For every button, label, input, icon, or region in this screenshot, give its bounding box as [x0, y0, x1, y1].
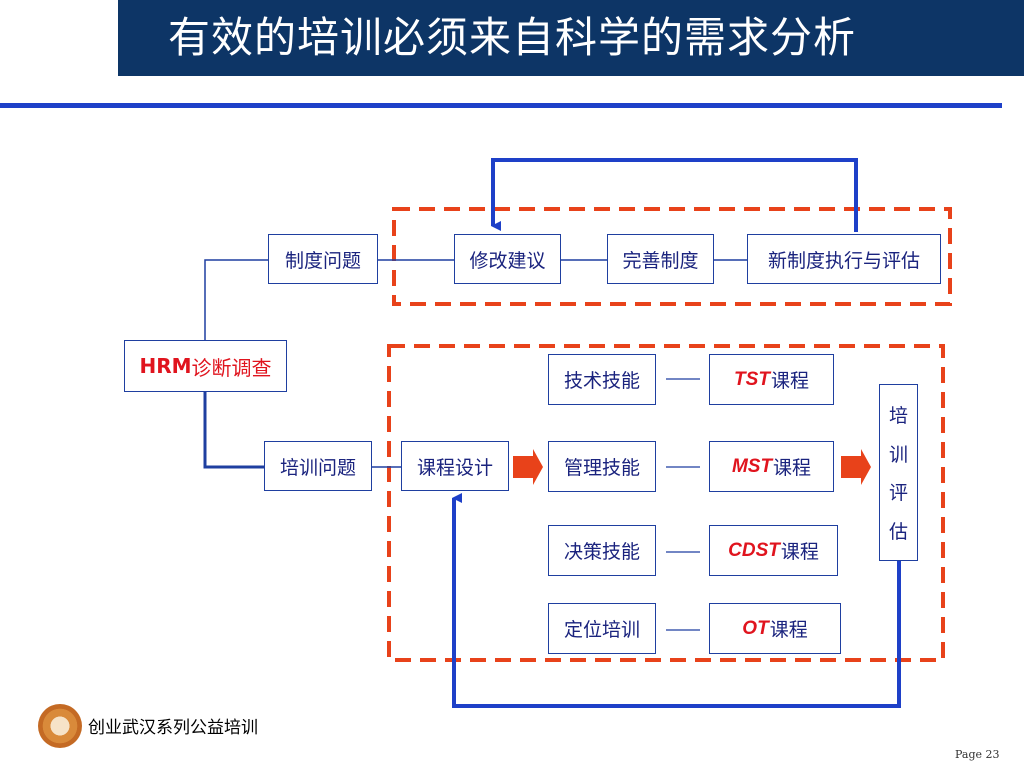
- course-suffix: 课程: [773, 457, 812, 479]
- revision-suggestion-box: 修改建议: [454, 234, 561, 284]
- skill-decision: 决策技能: [548, 525, 656, 576]
- dashed-group-training: [387, 344, 945, 662]
- eval-char: 训: [888, 443, 908, 466]
- skill-technical: 技术技能: [548, 354, 656, 405]
- page-number: Page 23: [955, 748, 1000, 761]
- dashed-group-policy: [392, 207, 952, 306]
- training-problem-box: 培训问题: [264, 441, 372, 491]
- new-policy-evaluation-box: 新制度执行与评估: [747, 234, 941, 284]
- course-suffix: 课程: [769, 619, 808, 641]
- improve-policy-box: 完善制度: [607, 234, 714, 284]
- course-suffix: 课程: [770, 370, 809, 392]
- course-suffix: 课程: [780, 541, 819, 563]
- feedback-loop-top: [491, 158, 858, 232]
- block-arrow-left: [513, 449, 543, 485]
- block-arrow-right: [841, 449, 871, 485]
- footer-org: 创业武汉系列公益培训: [88, 718, 258, 738]
- skill-positioning: 定位培训: [548, 603, 656, 654]
- course-code: MST: [731, 455, 773, 477]
- hrm-suffix: 诊断调查: [191, 355, 272, 380]
- eval-char: 估: [888, 521, 908, 544]
- branch-bottom: [203, 392, 264, 469]
- training-evaluation-box: 培 训 评 估: [879, 384, 918, 561]
- course-code: CDST: [728, 539, 780, 561]
- branch-top: [204, 259, 268, 340]
- skill-management: 管理技能: [548, 441, 656, 492]
- policy-problem-box: 制度问题: [268, 234, 378, 284]
- title-rule: [0, 103, 1002, 108]
- course-design-box: 课程设计: [401, 441, 509, 491]
- eval-char: 评: [888, 482, 908, 505]
- course-code: OT: [742, 617, 769, 639]
- eval-char: 培: [888, 404, 908, 427]
- course-code: TST: [734, 368, 770, 390]
- page-title: 有效的培训必须来自科学的需求分析: [168, 13, 857, 62]
- title-bar: [118, 0, 1024, 76]
- org-logo: [38, 704, 82, 748]
- feedback-loop-bottom: [452, 493, 901, 708]
- hrm-label: HRM: [139, 354, 192, 378]
